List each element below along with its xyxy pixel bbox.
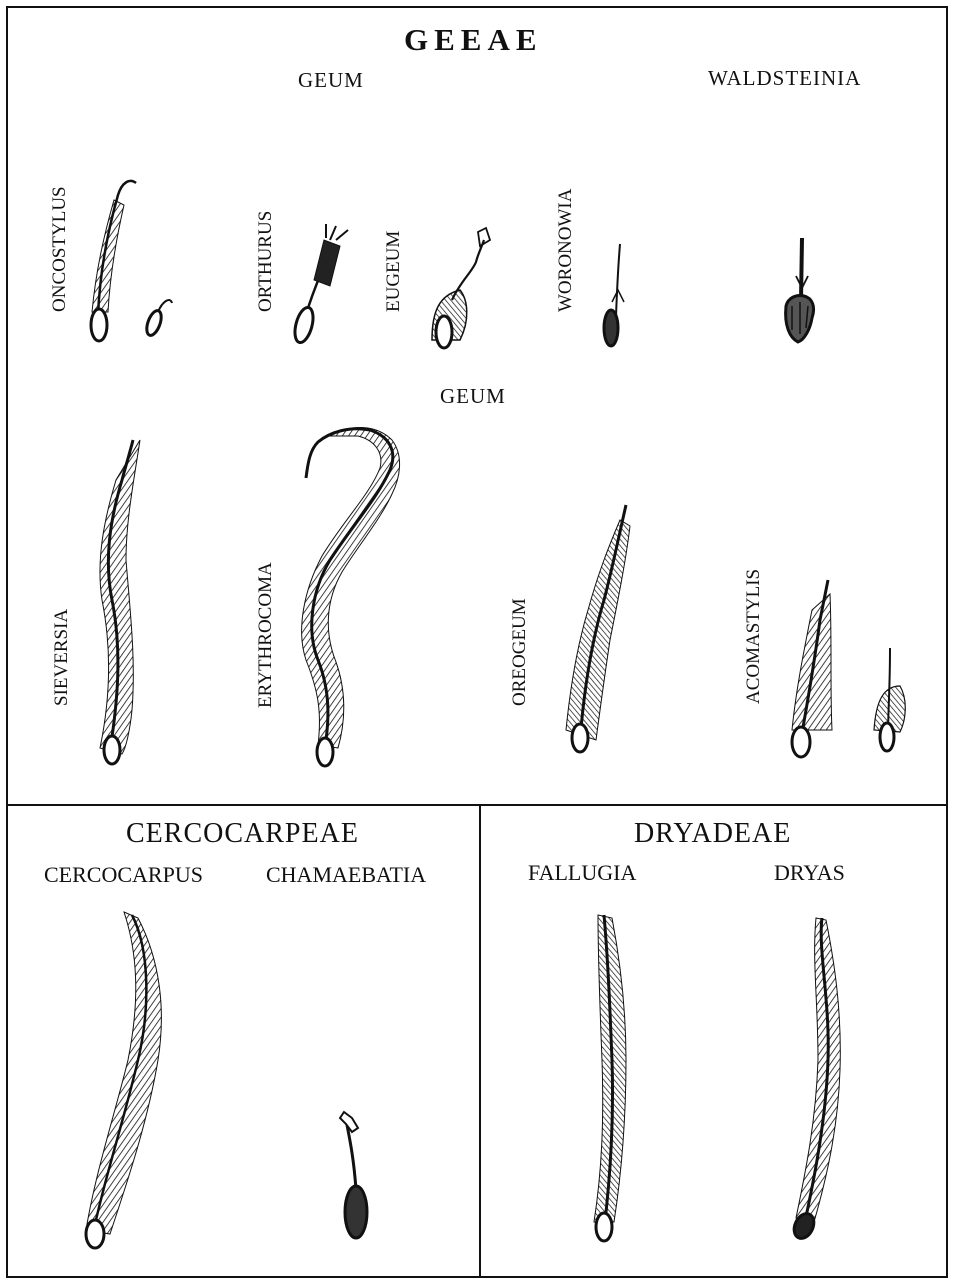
orthurus-achene-illustration (292, 224, 348, 344)
cercocarpus-achene-illustration (86, 912, 161, 1248)
oncostylus-achene-illustration (91, 181, 136, 341)
oreogeum-achene-illustration (566, 505, 630, 752)
waldsteinia-achene-illustration (786, 238, 814, 342)
chamaebatia-achene-illustration (340, 1112, 367, 1238)
woronowia-achene-illustration (604, 244, 624, 346)
sieversia-achene-illustration (100, 440, 140, 764)
fallugia-achene-illustration (594, 915, 626, 1241)
acomastylis-small-achene-illustration (874, 648, 905, 751)
oncostylus-small-achene-illustration (144, 300, 172, 337)
erythrocoma-achene-illustration (302, 427, 400, 766)
acomastylis-achene-illustration (792, 580, 832, 757)
eugeum-achene-illustration (432, 228, 490, 348)
dryas-achene-illustration (790, 918, 840, 1242)
